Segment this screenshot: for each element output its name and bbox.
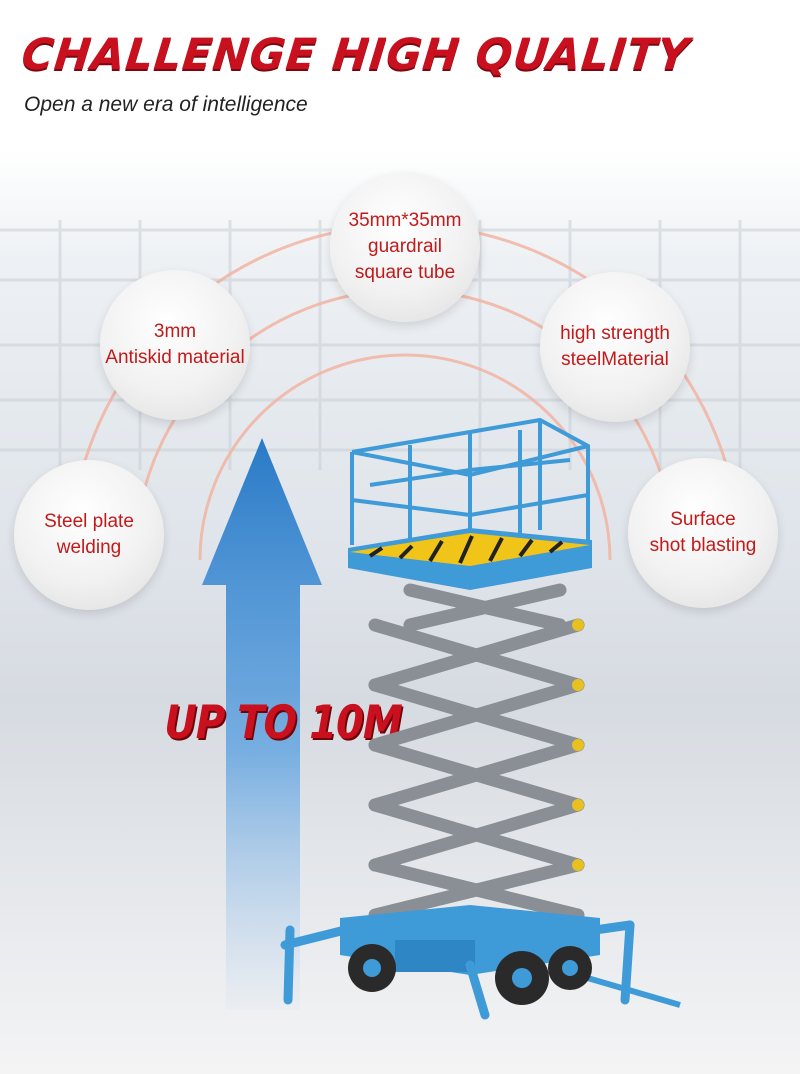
scissor-pivots bbox=[572, 619, 584, 871]
scissor-arms bbox=[368, 583, 585, 922]
guardrail bbox=[350, 417, 590, 545]
hazard-stripe-marks bbox=[368, 535, 564, 564]
feature-bubble-welding: Steel plate welding bbox=[14, 460, 164, 610]
feature-bubble-guardrail: 35mm*35mm guardrail square tube bbox=[330, 172, 480, 322]
page-subtitle: Open a new era of intelligence bbox=[24, 93, 308, 116]
feature-bubble-steel: high strength steelMaterial bbox=[540, 272, 690, 422]
feature-label: high strength steelMaterial bbox=[560, 323, 670, 370]
feature-bubble-blasting: Surface shot blasting bbox=[628, 458, 778, 608]
feature-label: Steel plate welding bbox=[44, 511, 134, 558]
feature-label: 3mm Antiskid material bbox=[105, 321, 245, 368]
feature-label: Surface shot blasting bbox=[649, 509, 757, 556]
feature-bubble-antiskid: 3mm Antiskid material bbox=[100, 270, 250, 420]
wheels bbox=[348, 944, 592, 1005]
chassis-box bbox=[395, 940, 475, 972]
feature-label: 35mm*35mm guardrail square tube bbox=[348, 210, 462, 283]
